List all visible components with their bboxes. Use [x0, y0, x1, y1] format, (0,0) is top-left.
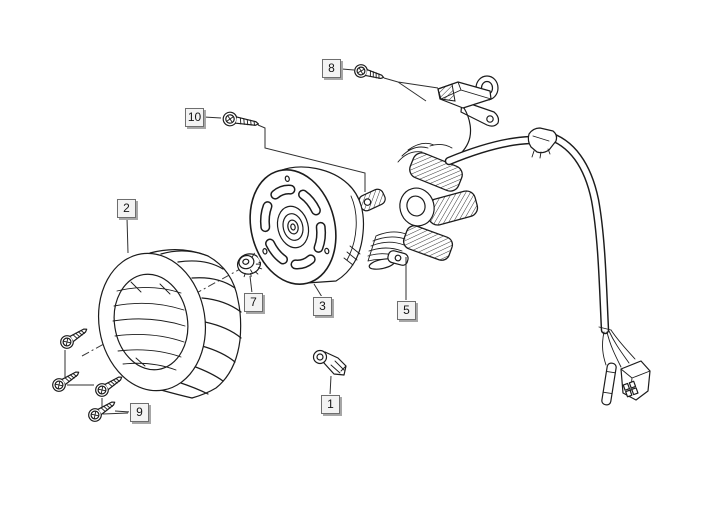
wiring-harness-drawing — [444, 127, 651, 406]
bullet-connector-drawing — [601, 362, 617, 406]
stator-screw-drawing — [203, 110, 366, 192]
flywheel-rotor-drawing — [238, 166, 365, 294]
cooling-fan-drawing — [97, 249, 242, 399]
stator-assembly-drawing — [358, 142, 479, 270]
callout-7[interactable]: 7 — [244, 293, 263, 312]
callout-leader-lines — [126, 217, 407, 396]
cable-clip-drawing — [312, 349, 347, 376]
pickup-coil-drawing — [437, 75, 500, 162]
pickup-screw-drawing — [341, 62, 439, 102]
callout-2[interactable]: 2 — [117, 199, 136, 218]
callout-3[interactable]: 3 — [313, 297, 332, 316]
callout-9[interactable]: 9 — [130, 403, 149, 422]
callout-10[interactable]: 10 — [185, 108, 204, 127]
callout-5[interactable]: 5 — [397, 301, 416, 320]
multi-pin-connector-drawing — [620, 360, 651, 401]
callout-8[interactable]: 8 — [322, 59, 341, 78]
fan-screws-drawing — [49, 323, 131, 425]
callout-1[interactable]: 1 — [321, 395, 340, 414]
harness-clamp-drawing — [527, 127, 558, 159]
